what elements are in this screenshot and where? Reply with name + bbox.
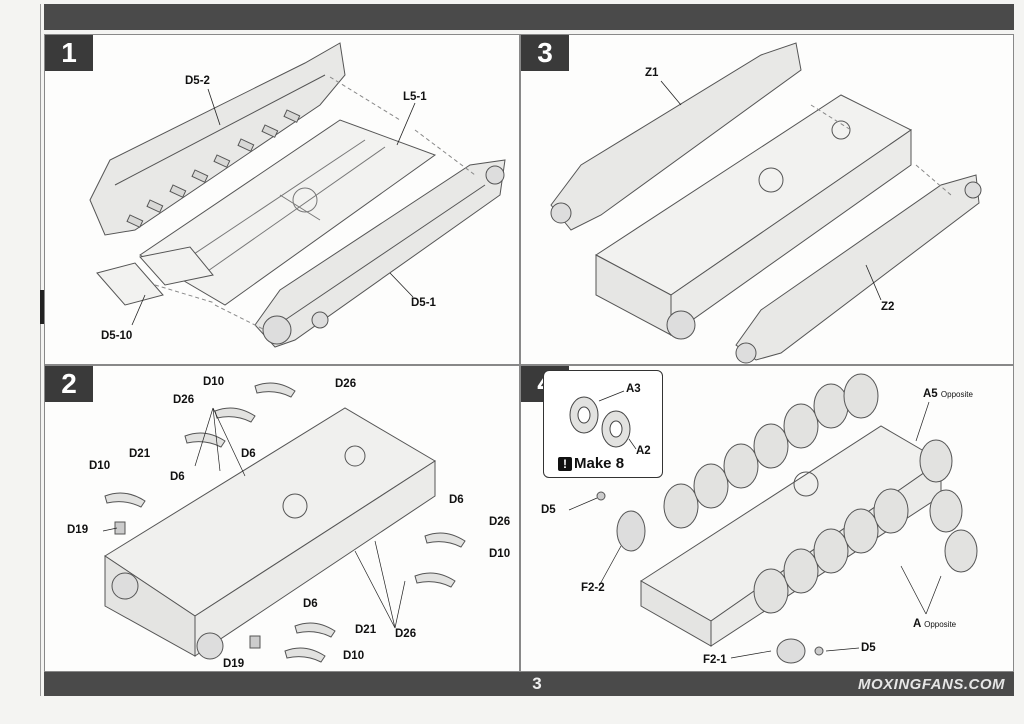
- part-label: D5: [541, 504, 556, 516]
- part-label: D6: [449, 494, 464, 506]
- part-label: A3: [626, 383, 641, 395]
- road-wheel-pair-diagram: [569, 390, 637, 450]
- part-label: D26: [335, 378, 357, 390]
- road-wheels-diagram: [568, 373, 978, 664]
- part-label: D10: [343, 650, 365, 662]
- header-bar: [44, 4, 1014, 30]
- part-label: L5-1: [403, 91, 427, 103]
- part-label: A5: [923, 388, 938, 400]
- step-2-panel: 2: [44, 365, 520, 672]
- registration-mark: [40, 290, 44, 324]
- part-label: A2: [636, 445, 651, 457]
- site-watermark: MOXINGFANS.COM: [858, 676, 1006, 693]
- part-label-a-bottom: A Opposite: [913, 618, 956, 630]
- part-label: D26: [395, 628, 417, 640]
- step-number: 1: [45, 35, 93, 71]
- part-label: D6: [303, 598, 318, 610]
- part-label: D26: [489, 516, 511, 528]
- part-label: D6: [241, 448, 256, 460]
- page-number: 3: [532, 674, 542, 693]
- part-label: D5-1: [411, 297, 436, 309]
- step-1-panel: 1: [44, 34, 520, 365]
- make-quantity-note: !Make 8: [558, 455, 624, 472]
- part-label: F2-2: [581, 582, 605, 594]
- part-label: D10: [203, 376, 225, 388]
- part-label: D19: [223, 658, 245, 670]
- side-plates-diagram: [550, 42, 982, 364]
- step-number: 2: [45, 366, 93, 402]
- part-label: D10: [489, 548, 511, 560]
- part-label-a5: A5 Opposite: [923, 388, 973, 400]
- part-label: D10: [89, 460, 111, 472]
- suspension-arms-diagram: [102, 382, 466, 663]
- part-label: D19: [67, 524, 89, 536]
- part-label: Z2: [881, 301, 895, 313]
- part-label: F2-1: [703, 654, 727, 666]
- part-label: A: [913, 618, 921, 630]
- opposite-note: Opposite: [924, 620, 957, 629]
- part-label: D6: [170, 471, 185, 483]
- part-label: D26: [173, 394, 195, 406]
- make-quantity-text: Make 8: [574, 455, 625, 472]
- part-label: D5-10: [101, 330, 133, 342]
- part-label: D21: [355, 624, 377, 636]
- part-label: D5-2: [185, 75, 210, 87]
- make-8-inset: A3 A2 !Make 8: [543, 370, 663, 478]
- footer-bar: [44, 672, 1014, 696]
- step-3-panel: 3 Z1 Z2: [520, 34, 1014, 365]
- opposite-note: Opposite: [940, 390, 973, 399]
- part-label: D5: [861, 642, 876, 654]
- binding-line: [40, 4, 41, 696]
- step-4-panel: 4 A3 A2 !Make 8: [520, 365, 1014, 672]
- part-label: D21: [129, 448, 151, 460]
- part-label: Z1: [645, 67, 659, 79]
- step-number: 3: [521, 35, 569, 71]
- hull-floor-diagram: [89, 42, 506, 348]
- exclamation-icon: !: [558, 457, 572, 471]
